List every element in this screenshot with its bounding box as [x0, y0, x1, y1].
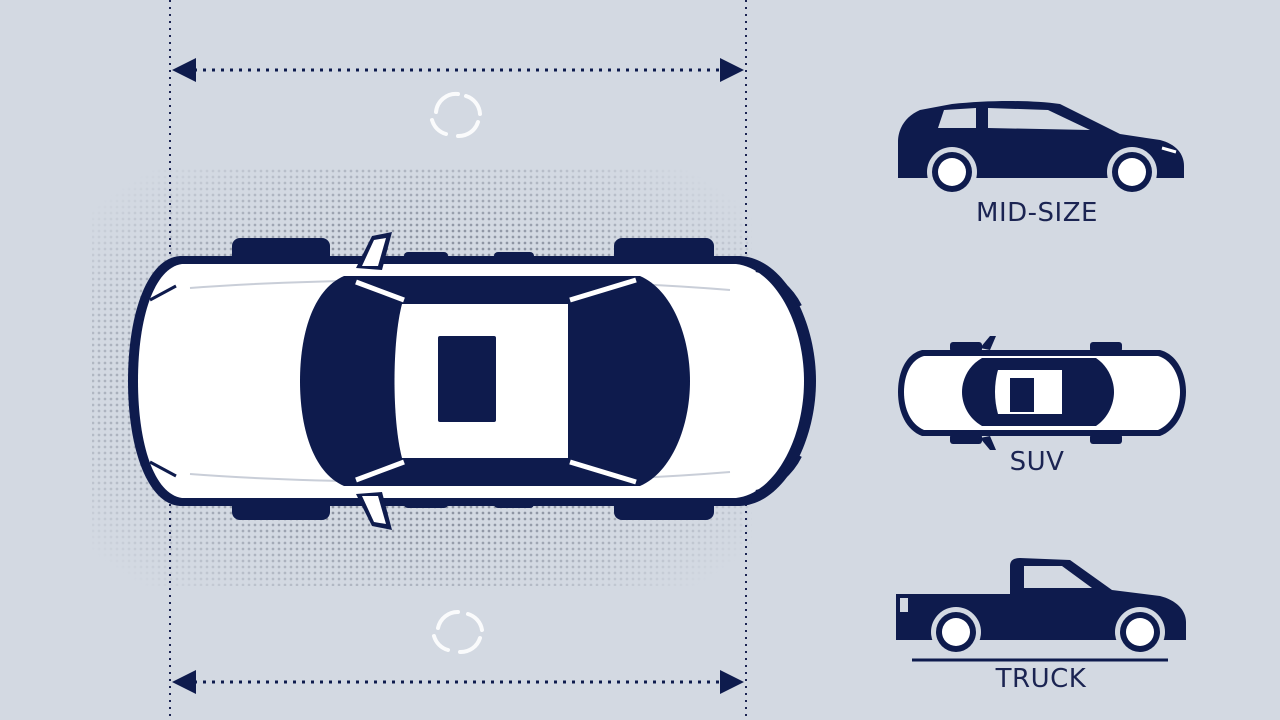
pickup-truck-side-view-icon: [896, 558, 1186, 662]
label-truck: TRUCK: [995, 664, 1087, 694]
arrowhead-right-icon: [720, 670, 744, 694]
arrowhead-left-icon: [172, 58, 196, 82]
hatchback-side-view-icon: [898, 101, 1184, 197]
sparkle-mark-bottom: [432, 609, 484, 654]
guide-lines: [169, 0, 747, 720]
arrowhead-left-icon: [172, 670, 196, 694]
label-suv: SUV: [1009, 447, 1065, 477]
dimension-arrow-bottom: [172, 670, 744, 694]
label-mid-size: MID-SIZE: [976, 198, 1098, 228]
arrowhead-right-icon: [720, 58, 744, 82]
car-top-view-icon: [898, 336, 1186, 450]
sparkle-mark-top: [430, 91, 482, 138]
sunroof: [438, 336, 496, 422]
dimension-arrow-top: [172, 58, 744, 82]
sedan-top-view-icon: [128, 232, 816, 530]
